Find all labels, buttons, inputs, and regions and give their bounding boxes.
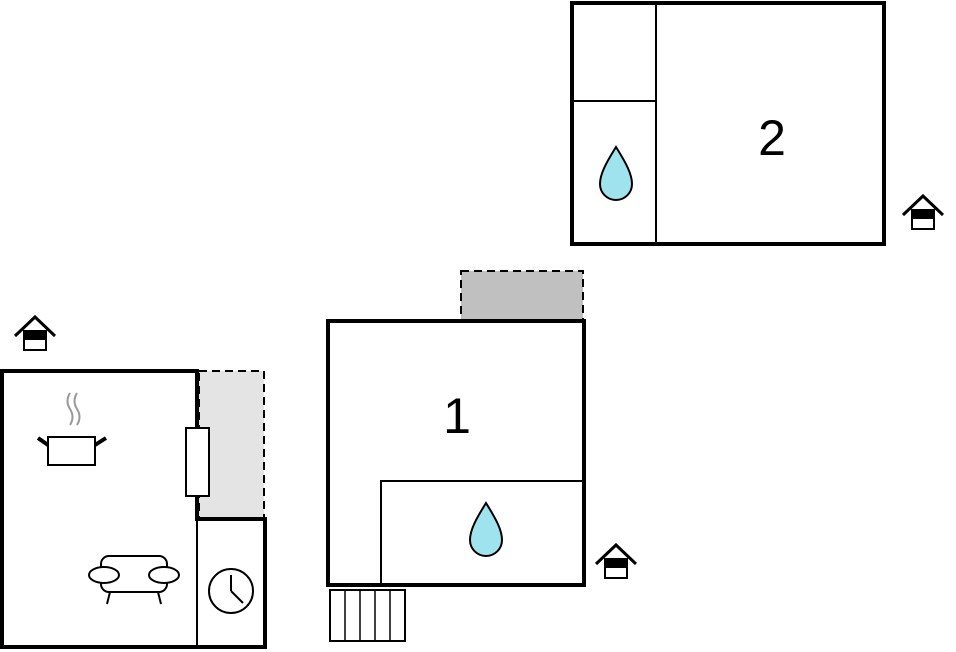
building-2-outline [570, 1, 886, 246]
water-drop-icon [468, 501, 504, 557]
entrance-steps [329, 589, 406, 642]
house-entrance-icon [901, 193, 945, 230]
building-2: 2 [570, 1, 886, 246]
cooking-pot-icon [36, 392, 108, 466]
building-1-outline [326, 319, 586, 587]
building-3 [0, 369, 267, 649]
water-drop-icon [598, 145, 634, 201]
house-entrance-icon [594, 542, 638, 579]
clock-icon [208, 568, 254, 614]
sofa-icon [88, 555, 180, 605]
door-frame [185, 427, 210, 497]
room-1-label: 1 [443, 388, 471, 444]
building-1: 1 [326, 270, 586, 642]
building-1-bathroom-wall [380, 480, 584, 585]
terrace-top [460, 270, 584, 321]
room-2-label: 2 [758, 110, 786, 166]
house-entrance-icon [13, 314, 57, 351]
